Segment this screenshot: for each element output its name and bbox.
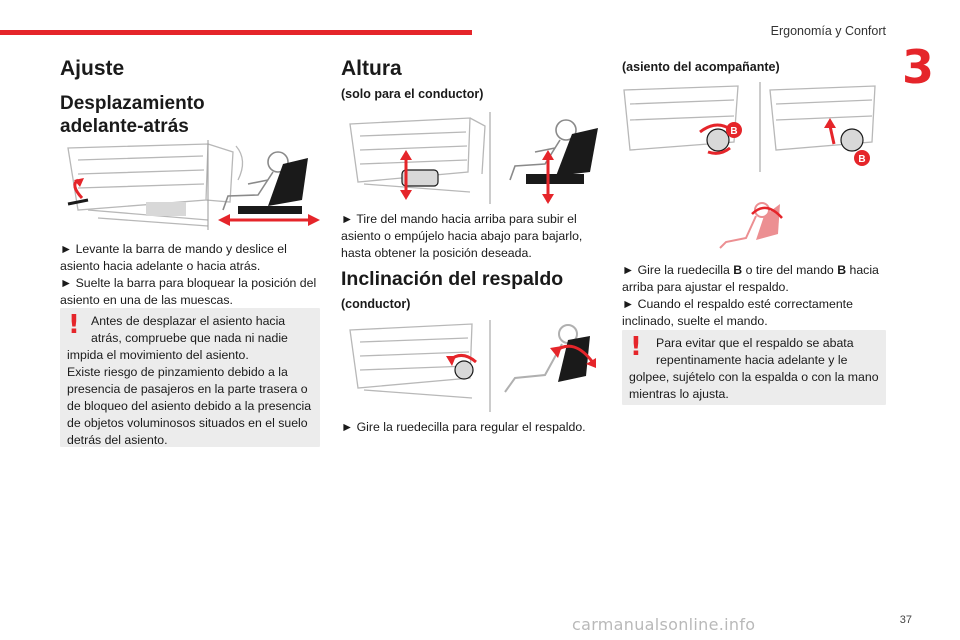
passenger-subtitle: (asiento del acompañante) xyxy=(622,60,780,74)
label-b-right: B xyxy=(858,154,865,165)
recline-passenger-illustration: B B xyxy=(623,82,876,249)
watermark: carmanualsonline.info xyxy=(572,615,756,634)
label-b-left: B xyxy=(730,126,737,137)
warning-icon: ! xyxy=(630,332,642,362)
warning-note-passenger: ! Para evitar que el respaldo se abata r… xyxy=(622,330,886,405)
seat-slide-illustration xyxy=(67,140,320,230)
recline-subtitle: (conductor) xyxy=(341,297,411,311)
warning-note-slide: ! Antes de desplazar el asiento hacia at… xyxy=(60,308,320,447)
recline-driver-illustration xyxy=(349,320,596,412)
chapter-number: 3 xyxy=(902,40,935,94)
header-accent-bar xyxy=(0,30,472,35)
seat-height-illustration xyxy=(349,112,598,204)
recline-instructions: ► Gire la ruedecilla para regular el res… xyxy=(341,420,586,434)
height-instructions: ► Tire del mando hacia arriba para subir… xyxy=(341,212,583,260)
heading-ajuste: Ajuste xyxy=(60,57,125,80)
height-subtitle: (solo para el conductor) xyxy=(341,87,484,101)
slide-instructions: ► Levante la barra de mando y deslice el… xyxy=(60,242,317,307)
page-number: 37 xyxy=(899,614,912,626)
heading-inclinacion: Inclinación del respaldo xyxy=(341,268,564,290)
passenger-instructions: ► Gire la ruedecilla B o tire del mando … xyxy=(622,263,879,328)
warning-icon: ! xyxy=(68,310,80,340)
heading-altura: Altura xyxy=(341,57,402,80)
section-title: Ergonomía y Confort xyxy=(770,24,886,38)
